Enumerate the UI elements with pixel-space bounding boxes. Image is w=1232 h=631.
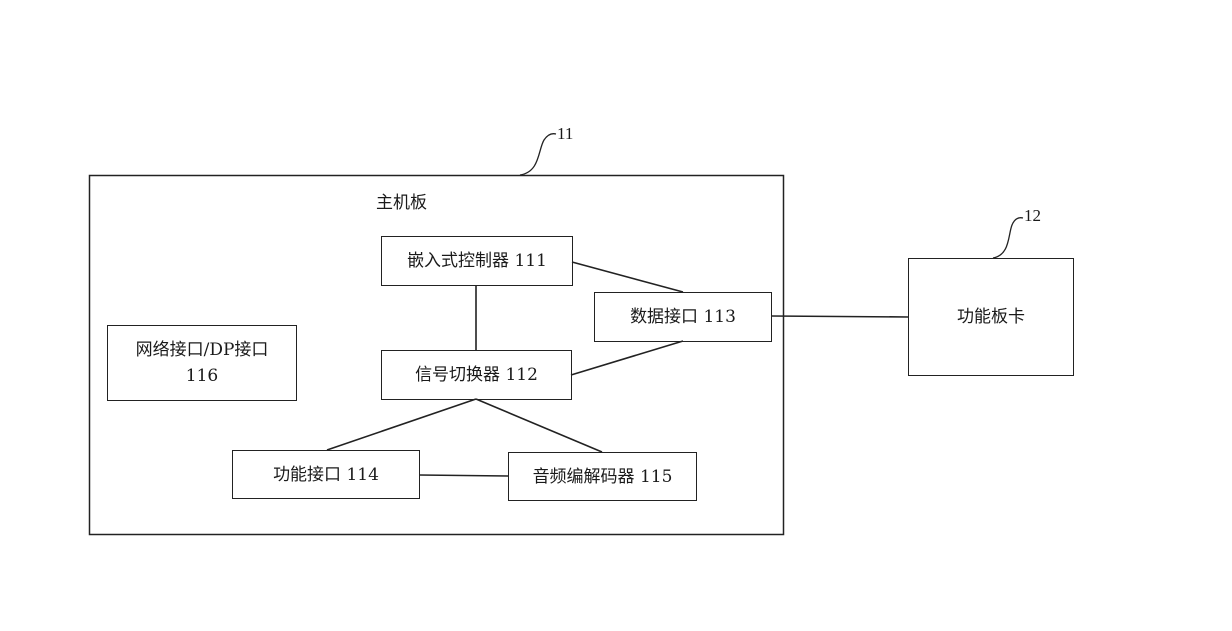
embedded-controller-label: 嵌入式控制器 111 <box>407 251 547 271</box>
main-board-title: 主机板 <box>376 193 427 213</box>
function-card-block: 功能板卡 <box>908 258 1074 376</box>
main-board-outline <box>88 174 785 536</box>
link-switch-audio <box>475 398 603 453</box>
main-board-ref: 11 <box>557 124 574 143</box>
function-interface-label: 功能接口 114 <box>273 464 379 485</box>
link-data-card <box>770 315 909 318</box>
link-controller-data <box>571 261 684 293</box>
signal-switch-label: 信号切换器 112 <box>415 365 538 385</box>
embedded-controller-block: 嵌入式控制器 111 <box>381 236 573 286</box>
network-dp-interface-label: 网络接口/DP接口 <box>135 340 269 360</box>
link-switch-function-interface <box>326 398 477 451</box>
function-interface-block: 功能接口 114 <box>232 450 420 499</box>
data-interface-label: 数据接口 113 <box>630 307 736 327</box>
link-function-interface-audio <box>418 474 509 477</box>
audio-codec-label: 音频编解码器 115 <box>532 466 673 487</box>
network-dp-interface-ref: 116 <box>185 366 219 386</box>
link-switch-data <box>570 340 684 376</box>
network-dp-interface-block: 网络接口/DP接口 116 <box>107 325 297 401</box>
audio-codec-block: 音频编解码器 115 <box>508 452 697 501</box>
function-card-ref: 12 <box>1024 206 1041 225</box>
leader-line-12 <box>992 217 1024 259</box>
data-interface-block: 数据接口 113 <box>594 292 772 342</box>
signal-switch-block: 信号切换器 112 <box>381 350 572 400</box>
function-card-label: 功能板卡 <box>957 307 1025 327</box>
leader-line-11 <box>519 133 557 176</box>
